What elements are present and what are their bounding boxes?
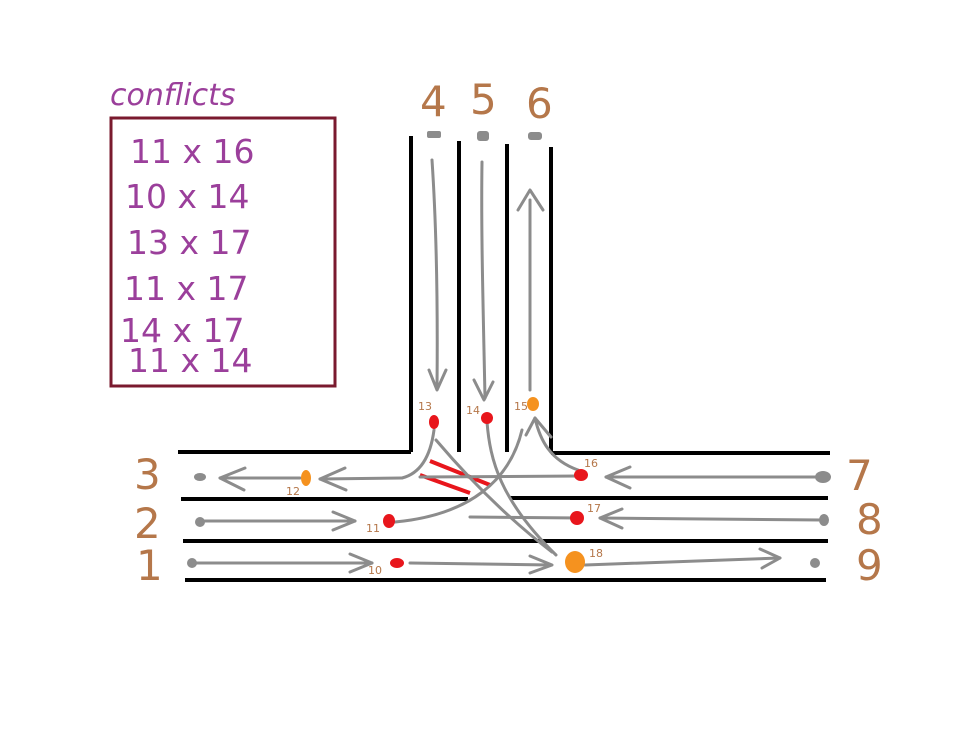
- conflict-item: 13 x 17: [127, 223, 252, 262]
- node-label-14: 14: [466, 404, 480, 417]
- node-label-16: 16: [584, 457, 598, 470]
- node-label-12: 12: [286, 485, 300, 498]
- endpoint-4: [427, 131, 441, 138]
- node-11: [383, 514, 395, 528]
- lane-number-9: 9: [856, 541, 883, 590]
- conflicts-box: [109, 116, 337, 388]
- arrow-3a: [218, 466, 247, 492]
- path-14-to-18: [485, 420, 558, 557]
- path-3-west-b: [318, 476, 404, 481]
- path-13-to-18: [434, 438, 554, 554]
- conflict-item: 14 x 17: [120, 311, 245, 350]
- lane-number-5: 5: [470, 75, 497, 124]
- node-label-10: 10: [368, 564, 382, 577]
- road-edges: [178, 136, 830, 582]
- conflicts-panel: conflicts 11 x 16 10 x 14 13 x 17 11 x 1…: [109, 78, 337, 388]
- path-13-to-3: [400, 428, 436, 480]
- node-label-18: 18: [589, 547, 603, 560]
- arrow-3b: [318, 466, 348, 492]
- lane-number-7: 7: [846, 451, 873, 500]
- node-12: [301, 470, 311, 486]
- arrow-7: [604, 465, 632, 490]
- arrow-5: [472, 378, 495, 402]
- lane-number-8: 8: [856, 495, 883, 544]
- node-label-15: 15: [514, 400, 528, 413]
- node-10: [390, 558, 404, 568]
- lane-numbers: 1 2 3 4 5 6 7 8 9: [134, 75, 883, 590]
- endpoint-7: [815, 471, 831, 483]
- arrow-2: [331, 510, 357, 532]
- lane-number-4: 4: [420, 77, 447, 126]
- node-18: [565, 551, 585, 573]
- endpoint-markers: [187, 131, 831, 568]
- arrow-1: [348, 552, 374, 574]
- conflict-item: 11 x 16: [130, 132, 255, 171]
- movement-paths: [190, 158, 824, 575]
- arrow-8: [598, 507, 624, 530]
- arrow-9: [758, 547, 782, 570]
- path-16-to-15: [533, 416, 580, 472]
- node-label-13: 13: [418, 400, 432, 413]
- lane-number-6: 6: [526, 79, 553, 128]
- node-label-11: 11: [366, 522, 380, 535]
- path-4-down: [430, 158, 439, 390]
- node-15: [527, 397, 539, 411]
- endpoint-9: [810, 558, 820, 568]
- lane-number-3: 3: [134, 450, 161, 499]
- path-10-east: [408, 561, 552, 567]
- path-8-west: [598, 516, 824, 522]
- endpoint-2: [195, 517, 205, 527]
- path-17-west: [468, 515, 582, 520]
- node-17: [570, 511, 584, 525]
- node-14: [481, 412, 493, 424]
- highlight-line: [429, 459, 491, 487]
- node-label-17: 17: [587, 502, 601, 515]
- arrow-10: [528, 554, 554, 575]
- lane-number-2: 2: [134, 499, 161, 548]
- arrow-6: [516, 188, 545, 212]
- arrow-4: [427, 368, 448, 392]
- endpoint-3: [194, 473, 206, 481]
- path-18-east: [583, 556, 782, 567]
- endpoint-6: [528, 132, 542, 140]
- endpoint-1: [187, 558, 197, 568]
- conflict-item: 11 x 14: [128, 341, 253, 380]
- conflicts-title: conflicts: [110, 78, 235, 113]
- conflict-item: 10 x 14: [125, 177, 250, 216]
- lane-number-1: 1: [136, 541, 163, 590]
- conflict-item: 11 x 17: [124, 269, 249, 308]
- arrow-16-15: [524, 416, 553, 439]
- node-13: [429, 415, 439, 429]
- endpoint-8: [819, 514, 829, 526]
- endpoint-5: [477, 131, 489, 141]
- nodes: [301, 397, 588, 573]
- node-16: [574, 469, 588, 481]
- path-5-down: [480, 160, 487, 400]
- node-labels: 10 11 12 13 14 15 16 17 18: [286, 400, 603, 577]
